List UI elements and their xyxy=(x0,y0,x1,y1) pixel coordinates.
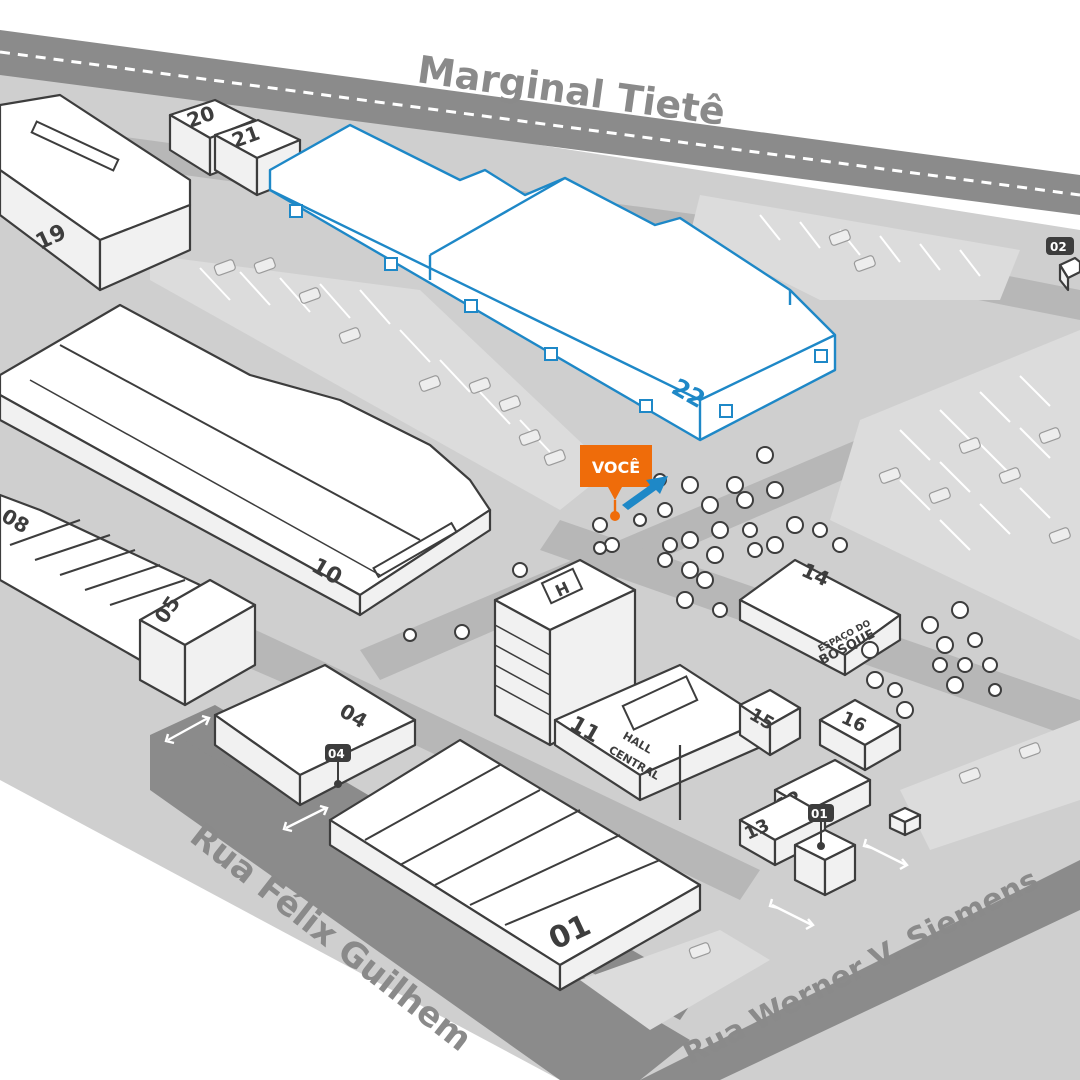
gate-01-booth[interactable] xyxy=(793,828,857,897)
building-16[interactable]: 16 xyxy=(818,698,902,772)
you-are-here-marker[interactable]: VOCÊ xyxy=(580,445,668,521)
car-icon xyxy=(213,229,1071,959)
building-22[interactable]: 22 xyxy=(268,123,837,442)
building-13[interactable]: 13 xyxy=(738,793,827,867)
location-pin-icon xyxy=(580,445,652,500)
gate-02-booth[interactable] xyxy=(1058,256,1080,292)
building-19[interactable]: 19 xyxy=(0,93,192,292)
parking-lot-south xyxy=(580,930,770,1030)
building-14-espaco-do-bosque[interactable]: 14 ESPAÇO DO BOSQUE xyxy=(738,558,902,677)
kiosk xyxy=(888,806,922,837)
gate-label-01: 01 xyxy=(811,807,828,821)
buildings: 19 20 21 xyxy=(0,93,1080,992)
two-way-arrow-icon xyxy=(164,714,909,931)
gate-label-04: 04 xyxy=(328,747,345,761)
you-are-here-label: VOCÊ xyxy=(592,458,640,477)
gate-marker-02[interactable]: 02 xyxy=(1046,237,1074,255)
parking-lots xyxy=(150,195,1080,1030)
gate-label-02: 02 xyxy=(1050,240,1067,254)
gate-marker-04[interactable]: 04 xyxy=(325,744,351,788)
building-11-hall-central[interactable]: 11 HALL CENTRAL xyxy=(553,663,767,820)
gate-marker-01[interactable]: 01 xyxy=(808,804,834,850)
building-15[interactable]: 15 xyxy=(738,688,802,757)
parking-lot-center xyxy=(150,255,610,510)
tree-icon xyxy=(403,446,1002,719)
parking-lot-east xyxy=(830,330,1080,640)
building-05[interactable]: 05 xyxy=(138,578,257,707)
tower-building[interactable]: H xyxy=(493,558,637,747)
building-04[interactable]: 04 xyxy=(213,663,417,807)
building-01[interactable]: 01 xyxy=(328,738,702,992)
building-10[interactable]: 10 xyxy=(0,303,492,617)
direction-arrow-icon xyxy=(622,476,668,510)
